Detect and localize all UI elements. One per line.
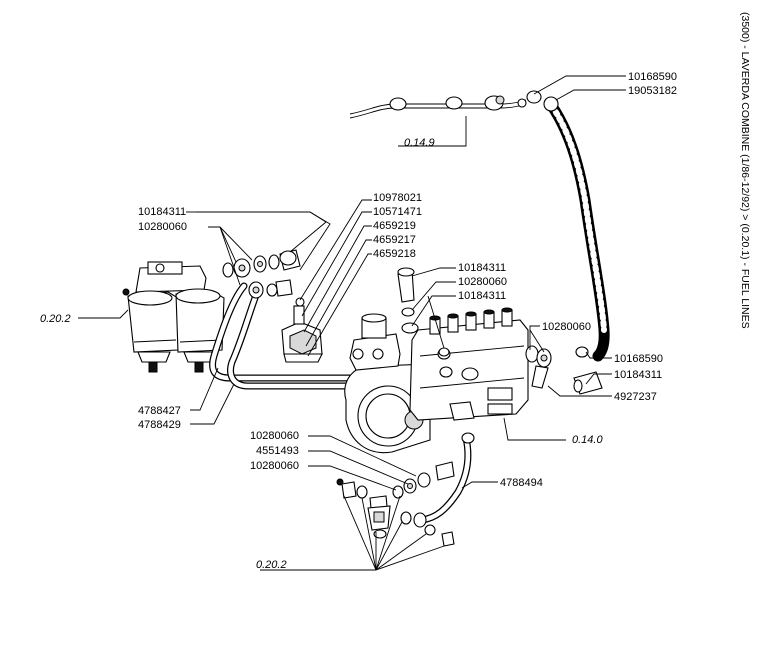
label-bottom-2: 4551493 [256,445,299,457]
ref-bottom: 0.20.2 [256,559,287,571]
top-fuel-line [349,95,527,119]
label-bottom-1: 10280060 [250,430,299,442]
label-top-right-1: 10168590 [628,71,677,83]
label-center-4: 4659217 [373,234,416,246]
label-center-2: 10571471 [373,206,422,218]
pump-top-fittings [397,267,450,357]
label-pump-right-top: 10280060 [542,321,591,333]
feed-pump [349,313,401,371]
bottom-fittings [336,461,455,547]
label-pump-top-1: 10184311 [458,262,506,274]
ref-pump: 0.14.0 [572,434,603,446]
label-filter-2: 10280060 [138,221,187,233]
fuel-filter [122,261,225,373]
label-pipes-1: 4788427 [138,405,181,417]
center-valve [281,297,323,363]
leader-lines [78,75,626,571]
filter-fittings [222,249,301,299]
side-title: (3500) - LAVERDA COMBINE (1/86-12/92) > … [739,12,751,329]
bottom-pipe [413,432,475,528]
label-pump-top-3: 10184311 [458,290,506,302]
label-top-right-2: 19053182 [628,85,677,97]
label-center-3: 4659219 [373,220,416,232]
part-labels: 10168590 19053182 0.14.9 10978021 105714… [40,71,677,571]
label-pump-right-1: 10168590 [614,353,663,365]
label-center-5: 4659218 [373,248,416,260]
label-center-1: 10978021 [373,192,422,204]
ref-filter: 0.20.2 [40,313,71,325]
label-pump-right-2: 10184311 [614,369,662,381]
return-hose [526,90,610,362]
ref-top-hose: 0.14.9 [404,137,435,149]
label-pump-right-3: 4927237 [614,391,657,403]
label-pipes-2: 4788429 [138,419,181,431]
label-pump-top-2: 10280060 [458,276,507,288]
injection-pump [344,307,529,454]
label-filter-1: 10184311 [138,206,186,218]
label-bottom-3: 10280060 [250,460,299,472]
pump-right-fittings [525,345,603,395]
label-bottom-pipe: 4788494 [500,477,543,489]
